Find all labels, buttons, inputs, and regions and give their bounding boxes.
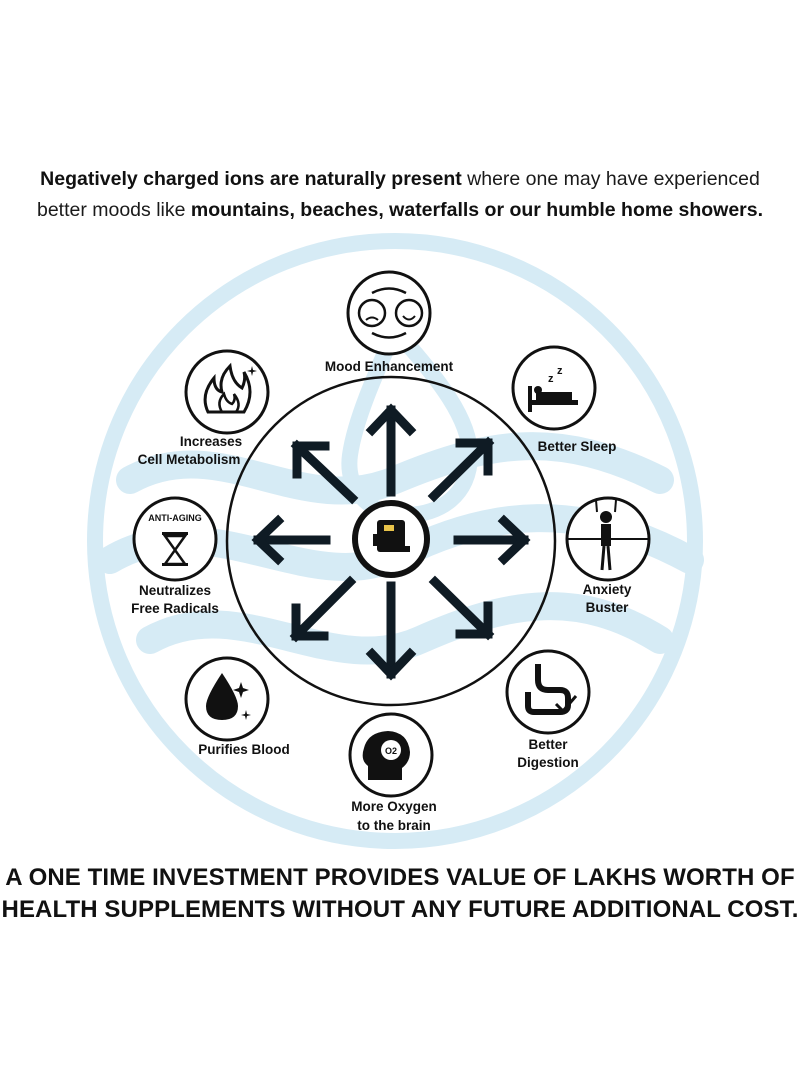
benefit-labels: Mood Enhancement Better Sleep Anxiety Bu… bbox=[131, 359, 632, 833]
digestion-icon bbox=[505, 649, 591, 735]
svg-text:z: z bbox=[557, 365, 563, 377]
anxiety-icon bbox=[565, 496, 651, 582]
label-oxygen-2: to the brain bbox=[357, 818, 431, 833]
label-anxiety-2: Buster bbox=[586, 600, 630, 615]
label-metabolism-1: Increases bbox=[180, 434, 242, 449]
cell-metabolism-icon bbox=[184, 349, 270, 435]
arrow-down-left bbox=[289, 575, 357, 643]
oxygen-brain-icon: O2 bbox=[348, 712, 434, 798]
label-oxygen-1: More Oxygen bbox=[351, 799, 437, 814]
label-anxiety-1: Anxiety bbox=[583, 582, 632, 597]
arrow-up bbox=[365, 403, 417, 497]
label-purifies-blood: Purifies Blood bbox=[198, 742, 290, 757]
anti-aging-badge: ANTI-AGING bbox=[148, 513, 202, 523]
label-better-sleep: Better Sleep bbox=[538, 439, 617, 454]
arrow-down-right bbox=[428, 575, 495, 641]
benefit-icons: z z O2 bbox=[132, 270, 651, 798]
arrows bbox=[251, 403, 531, 681]
label-digestion-1: Better bbox=[528, 737, 568, 752]
ionizer-device-icon bbox=[352, 500, 430, 578]
center-ring bbox=[225, 375, 557, 707]
mood-enhancement-icon bbox=[346, 270, 432, 356]
intro-line-1: Negatively charged ions are naturally pr… bbox=[40, 168, 760, 190]
label-radicals-2: Free Radicals bbox=[131, 601, 219, 616]
purifies-blood-icon bbox=[184, 656, 270, 742]
label-digestion-2: Digestion bbox=[517, 755, 579, 770]
intro-line-2: better moods like mountains, beaches, wa… bbox=[36, 199, 764, 221]
arrow-right bbox=[453, 514, 531, 566]
svg-text:O2: O2 bbox=[385, 746, 397, 756]
cta-line-1: A ONE TIME INVESTMENT PROVIDES VALUE OF … bbox=[5, 864, 795, 891]
sleep-icon: z z bbox=[511, 345, 597, 431]
arrow-up-left bbox=[290, 439, 359, 505]
arrow-down bbox=[365, 581, 417, 681]
anti-aging-icon bbox=[132, 496, 218, 582]
arrow-up-right bbox=[427, 436, 495, 503]
intro-text: Negatively charged ions are naturally pr… bbox=[0, 164, 800, 226]
cta-line-2: HEALTH SUPPLEMENTS WITHOUT ANY FUTURE AD… bbox=[1, 896, 799, 923]
label-mood-enhancement: Mood Enhancement bbox=[325, 359, 454, 374]
label-metabolism-2: Cell Metabolism bbox=[138, 452, 241, 467]
cta-text: A ONE TIME INVESTMENT PROVIDES VALUE OF … bbox=[0, 862, 800, 926]
svg-text:z: z bbox=[548, 373, 554, 385]
arrow-left bbox=[251, 514, 331, 566]
label-radicals-1: Neutralizes bbox=[139, 583, 211, 598]
